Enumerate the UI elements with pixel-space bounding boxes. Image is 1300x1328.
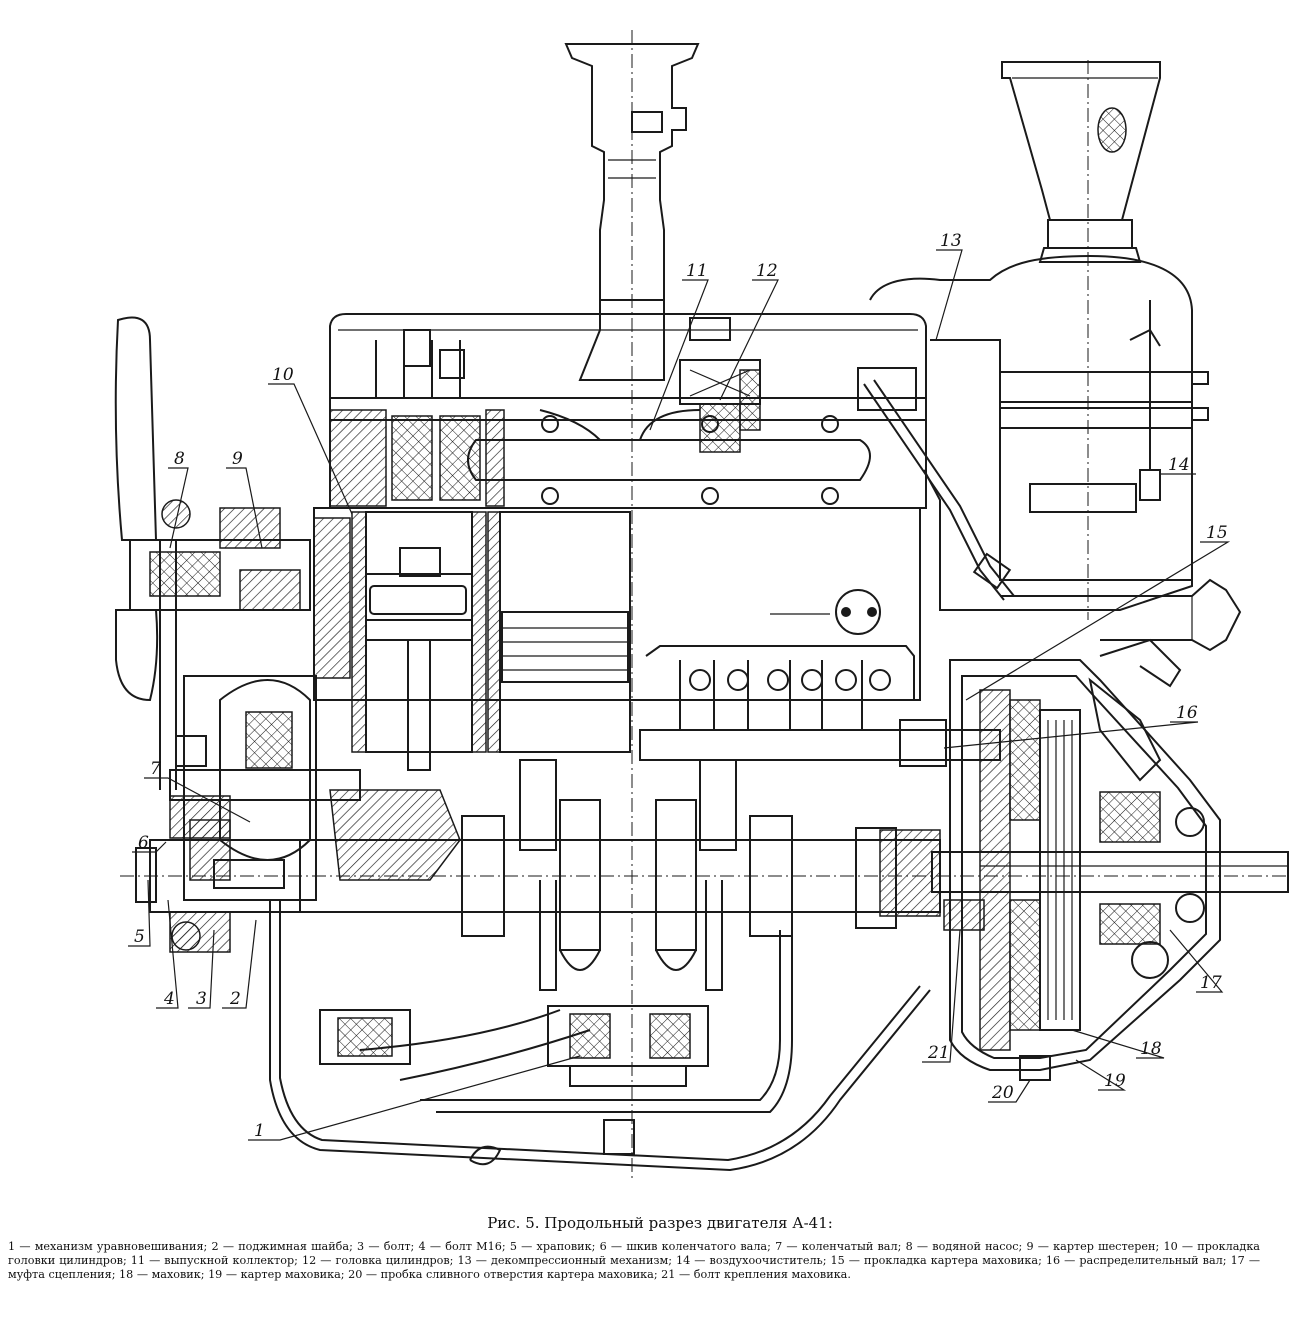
svg-text:14: 14: [1168, 455, 1190, 475]
legend-item: 3 — болт;: [357, 1240, 415, 1253]
svg-text:21: 21: [927, 1043, 950, 1063]
crankshaft-pulley: [135, 795, 301, 953]
callout-17: 17: [1169, 929, 1224, 993]
callout-18: 18: [1071, 1029, 1165, 1059]
water-pump: [129, 499, 311, 611]
svg-text:4: 4: [163, 989, 175, 1009]
legend-item: 8 — водяной насос;: [905, 1240, 1023, 1253]
callout-12: 12: [719, 261, 779, 401]
svg-text:5: 5: [134, 927, 145, 947]
legend-item: 12 — головка цилиндров;: [301, 1254, 454, 1267]
callout-5: 5: [128, 879, 151, 947]
flywheel-housing: [949, 659, 1221, 1081]
legend-item: 14 — воздухоочиститель;: [676, 1254, 827, 1267]
cylinder-head: [329, 313, 927, 509]
svg-text:11: 11: [686, 261, 708, 281]
svg-text:8: 8: [174, 449, 185, 469]
legend-item: 6 — шкив коленчатого вала;: [599, 1240, 771, 1253]
camshaft: [639, 660, 1001, 767]
svg-text:10: 10: [272, 365, 294, 385]
fan: [114, 316, 361, 801]
flywheel: [979, 689, 1081, 1051]
callout-20: 20: [988, 1079, 1031, 1103]
legend-item: 9 — картер шестерен;: [1026, 1240, 1160, 1253]
clutch-shaft: [931, 677, 1289, 979]
svg-text:17: 17: [1200, 973, 1222, 993]
air-cleaner-body: [869, 254, 1209, 611]
svg-text:1: 1: [254, 1121, 265, 1141]
legend-item: 20 — пробка сливного отверстия картера м…: [348, 1268, 658, 1281]
callout-7: 7: [144, 759, 251, 823]
legend-item: 17 — муфта сцепления;: [8, 1254, 1261, 1281]
svg-text:19: 19: [1104, 1071, 1126, 1091]
svg-text:18: 18: [1140, 1039, 1162, 1059]
svg-text:9: 9: [232, 449, 243, 469]
legend-item: 7 — коленчатый вал;: [775, 1240, 902, 1253]
figure-legend: 1 — механизм уравновешивания; 2 — поджим…: [8, 1240, 1260, 1282]
exhaust-manifold: [467, 409, 871, 505]
svg-text:6: 6: [138, 833, 149, 853]
engine-section-drawing: 1 2 3 4 5 6 7 8 9 10 11 12: [114, 30, 1290, 1180]
svg-text:7: 7: [150, 759, 161, 779]
svg-text:20: 20: [991, 1083, 1014, 1103]
front-gear-case: [175, 675, 317, 901]
legend-item: 13 — декомпрессионный механизм;: [457, 1254, 672, 1267]
cylinder-block: [313, 507, 921, 771]
legend-item: 21 — болт крепления маховика.: [661, 1268, 851, 1281]
flywheel-bolt: [943, 899, 985, 931]
intake-pipe: [1000, 578, 1242, 688]
legend-item: 19 — картер маховика;: [208, 1268, 345, 1281]
legend-item: 2 — поджимная шайба;: [211, 1240, 353, 1253]
legend-item: 1 — механизм уравновешивания;: [8, 1240, 208, 1253]
legend-item: 11 — выпускной коллектор;: [130, 1254, 298, 1267]
callout-10: 10: [268, 365, 353, 515]
svg-text:2: 2: [229, 989, 241, 1009]
legend-item: 15 — прокладка картера маховика;: [830, 1254, 1042, 1267]
callout-6: 6: [132, 833, 167, 853]
callout-21: 21: [922, 929, 961, 1063]
callout-19: 19: [1075, 1059, 1127, 1091]
callout-1: 1: [248, 1055, 581, 1141]
svg-text:16: 16: [1176, 703, 1198, 723]
svg-text:13: 13: [940, 231, 962, 251]
legend-item: 16 — распределительный вал;: [1045, 1254, 1227, 1267]
callout-15: 15: [965, 523, 1231, 701]
balancer-mechanism: [319, 1005, 709, 1087]
figure-title: Рис. 5. Продольный разрез двигателя А-41…: [487, 1214, 833, 1232]
callout-2: 2: [222, 919, 257, 1009]
legend-item: 5 — храповик;: [509, 1240, 596, 1253]
callout-13: 13: [935, 231, 963, 341]
legend-item: 4 — болт М16;: [418, 1240, 506, 1253]
callout-4: 4: [156, 899, 179, 1009]
crankshaft: [299, 759, 941, 991]
callout-11: 11: [649, 261, 709, 431]
callout-8: 8: [168, 449, 189, 549]
legend-item: 18 — маховик;: [119, 1268, 205, 1281]
callout-14: 14: [1160, 455, 1196, 475]
decompression-rod: [863, 383, 1005, 601]
svg-text:12: 12: [756, 261, 778, 281]
oil-pan: [269, 900, 931, 1172]
callout-9: 9: [226, 449, 263, 549]
svg-text:3: 3: [196, 989, 207, 1009]
callout-16: 16: [943, 703, 1199, 749]
figure-caption: Рис. 5. Продольный разрез двигателя А-41…: [0, 1214, 1300, 1282]
svg-text:15: 15: [1206, 523, 1228, 543]
air-cleaner-intake: [1001, 61, 1161, 263]
callout-3: 3: [188, 929, 215, 1009]
legend-item: 10 — прокладка головки цилиндров;: [8, 1240, 1260, 1267]
exhaust-pipe: [564, 43, 700, 381]
